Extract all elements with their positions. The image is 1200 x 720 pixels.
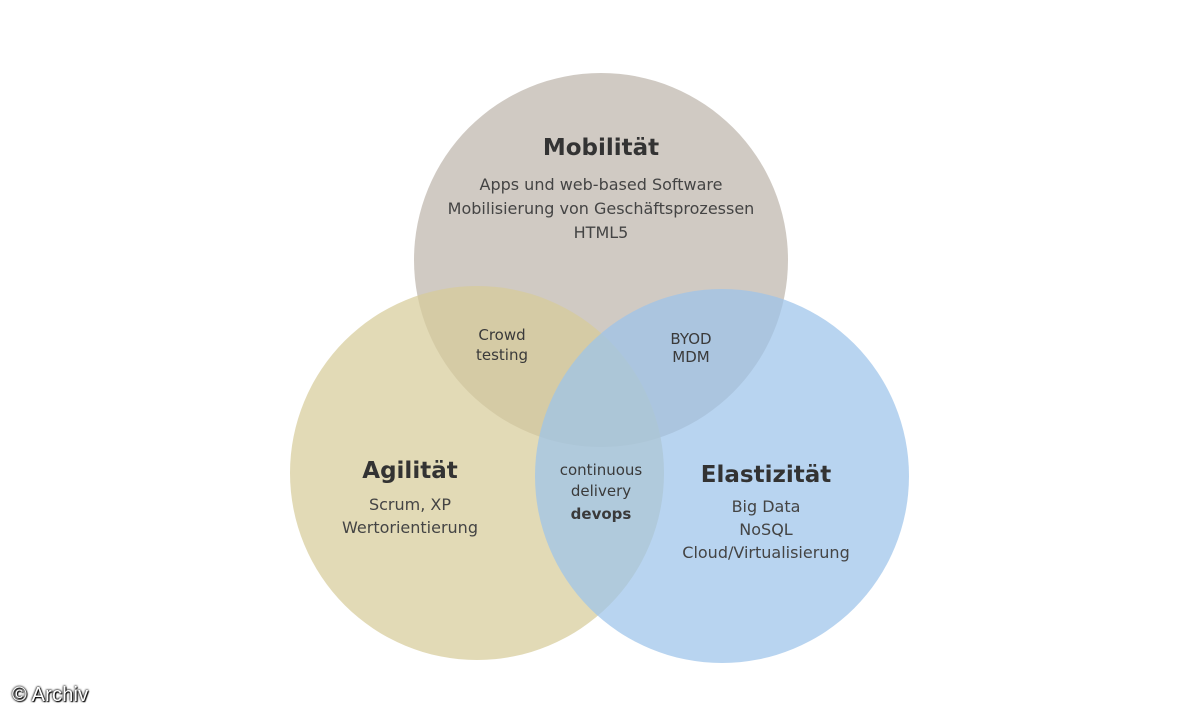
agilitaet-title: Agilität <box>362 458 457 484</box>
elastizitaet-title: Elastizität <box>701 462 831 488</box>
overlap-left-right-line-3: devops <box>571 505 632 523</box>
circle-elastizitaet <box>535 289 909 663</box>
mobilitaet-item-2: Mobilisierung von Geschäftsprozessen <box>448 199 755 218</box>
overlap-left-right-line-1: continuous <box>560 461 643 479</box>
overlap-top-left-line-2: testing <box>476 346 528 364</box>
overlap-top-left-line-1: Crowd <box>478 326 525 344</box>
copyright-credit: © Archiv <box>12 684 89 706</box>
mobilitaet-item-1: Apps und web-based Software <box>480 175 723 194</box>
mobilitaet-item-3: HTML5 <box>574 223 629 242</box>
overlap-top-right-line-2: MDM <box>672 348 709 366</box>
overlap-left-right-line-2: delivery <box>571 482 631 500</box>
overlap-top-right-line-1: BYOD <box>670 330 711 348</box>
mobilitaet-title: Mobilität <box>543 135 659 161</box>
elastizitaet-item-1: Big Data <box>732 497 801 516</box>
elastizitaet-item-2: NoSQL <box>739 520 793 539</box>
agilitaet-item-1: Scrum, XP <box>369 495 451 514</box>
agilitaet-item-2: Wertorientierung <box>342 518 478 537</box>
elastizitaet-item-3: Cloud/Virtualisierung <box>682 543 849 562</box>
